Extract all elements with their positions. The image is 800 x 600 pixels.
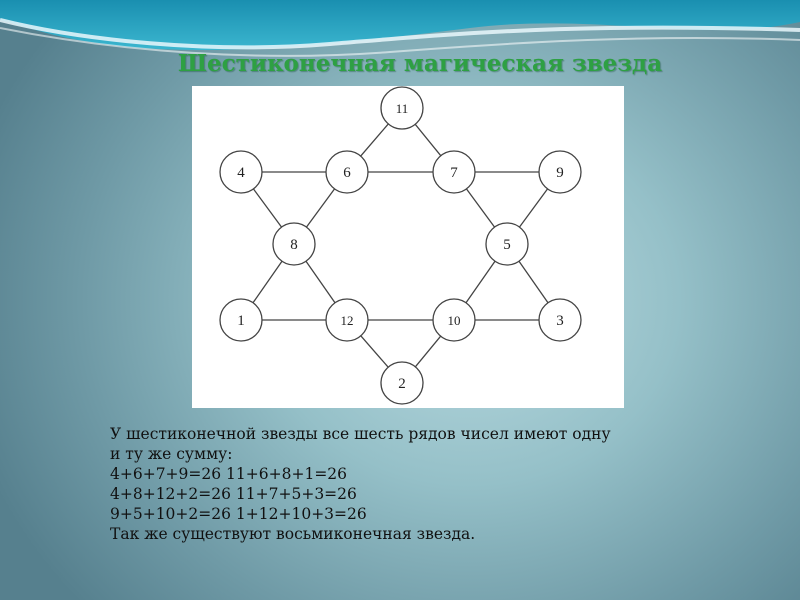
- node-value: 10: [448, 313, 461, 328]
- node-circle: [485, 222, 529, 266]
- node-value: 3: [556, 313, 564, 329]
- node-circle: [219, 298, 263, 342]
- node-value: 12: [341, 313, 354, 328]
- node-value: 5: [503, 237, 511, 253]
- node-value: 1: [237, 313, 245, 329]
- node-lower-left-outer: 1: [219, 298, 263, 342]
- explanation-text: У шестиконечной звезды все шесть рядов ч…: [110, 424, 690, 544]
- node-middle-right: 5: [485, 222, 529, 266]
- star-edge: [414, 335, 442, 368]
- star-edge: [305, 188, 336, 228]
- slide-title: Шестиконечная магическая звезда: [177, 50, 663, 77]
- node-circle: [325, 298, 369, 342]
- node-circle: [538, 150, 582, 194]
- star-edge: [465, 260, 496, 304]
- node-lower-left-inner: 12: [325, 298, 369, 342]
- star-edge: [252, 188, 283, 228]
- node-upper-right-outer: 9: [538, 150, 582, 194]
- node-circle: [380, 86, 424, 130]
- header-wave-decoration: [0, 0, 800, 57]
- node-value: 9: [556, 165, 564, 181]
- node-middle-left: 8: [272, 222, 316, 266]
- node-value: 11: [396, 101, 409, 116]
- node-lower-right-outer: 3: [538, 298, 582, 342]
- node-circle: [432, 298, 476, 342]
- node-bottom: 2: [380, 361, 424, 405]
- node-value: 2: [398, 376, 406, 392]
- node-value: 7: [450, 165, 458, 181]
- star-edge: [518, 188, 549, 228]
- node-top: 11: [380, 86, 424, 130]
- text-line: У шестиконечной звезды все шесть рядов ч…: [110, 425, 611, 443]
- star-edge: [465, 188, 496, 228]
- magic-star-diagram: 11 4 6 7 9 8 5 1 12 10 3 2: [219, 86, 582, 405]
- text-line: 4+8+12+2=26 11+7+5+3=26: [110, 485, 357, 503]
- star-diagram-panel: 11 4 6 7 9 8 5 1 12 10 3 2: [192, 86, 624, 408]
- star-edge: [360, 335, 389, 368]
- node-circle: [380, 361, 424, 405]
- node-lower-right-inner: 10: [432, 298, 476, 342]
- node-value: 8: [290, 237, 298, 253]
- node-upper-left-outer: 4: [219, 150, 263, 194]
- node-upper-right-inner: 7: [432, 150, 476, 194]
- node-circle: [432, 150, 476, 194]
- text-line: 9+5+10+2=26 1+12+10+3=26: [110, 505, 367, 523]
- star-edge: [360, 123, 389, 157]
- star-edge: [414, 123, 442, 157]
- node-value: 4: [237, 165, 245, 181]
- node-upper-left-inner: 6: [325, 150, 369, 194]
- text-line: и ту же сумму:: [110, 445, 233, 463]
- text-line: Так же существуют восьмиконечная звезда.: [110, 525, 476, 543]
- node-circle: [325, 150, 369, 194]
- node-value: 6: [343, 165, 351, 181]
- text-line: 4+6+7+9=26 11+6+8+1=26: [110, 465, 348, 483]
- star-edge: [252, 260, 283, 304]
- node-circle: [272, 222, 316, 266]
- star-edge: [305, 260, 336, 304]
- star-edge: [518, 260, 549, 304]
- node-circle: [538, 298, 582, 342]
- node-circle: [219, 150, 263, 194]
